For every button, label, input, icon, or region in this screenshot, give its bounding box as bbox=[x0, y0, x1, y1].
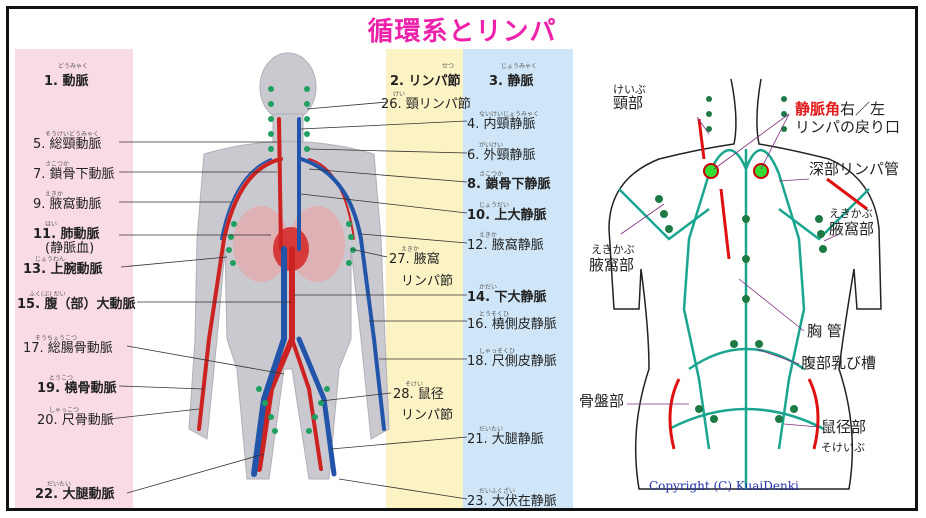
vein-header: じょうみゃく 3. 静脈 bbox=[489, 61, 537, 89]
label-inguinal-lymph-node-2: リンパ節 bbox=[401, 409, 453, 423]
copyright-text: Copyright (C) KuaiDenki bbox=[649, 479, 799, 493]
diagram-frame: 循環系とリンパ bbox=[6, 6, 918, 511]
axilla-right-ruby: えきかぶ bbox=[829, 205, 873, 221]
label-venous-blood: (静脈血) bbox=[45, 242, 94, 256]
label-axilla-left: 腋窩部 bbox=[589, 257, 634, 274]
label-pelvis: 骨盤部 bbox=[579, 393, 624, 410]
label-neck: 頸部 bbox=[613, 95, 643, 112]
label-cisterna-chyli: 腹部乳び槽 bbox=[801, 355, 876, 372]
label-axilla-right: 腋窩部 bbox=[829, 221, 874, 238]
label-lymph-return: リンパの戻り口 bbox=[795, 119, 900, 136]
label-thoracic-duct: 胸 管 bbox=[807, 323, 842, 340]
artery-header: どうみゃく 1. 動脈 bbox=[44, 61, 89, 89]
lymph-header: せつ 2. リンパ節 bbox=[390, 61, 461, 89]
axilla-left-ruby: えきかぶ bbox=[591, 241, 635, 257]
label-groin: 鼠径部 bbox=[821, 419, 866, 436]
circulation-figure bbox=[9, 9, 915, 509]
groin-ruby: そけいぶ bbox=[821, 439, 865, 455]
label-venous-angle: 静脈角右／左 bbox=[795, 101, 885, 118]
label-deep-lymph-vessel: 深部リンパ管 bbox=[809, 161, 899, 178]
label-axillary-lymph-node-2: リンパ節 bbox=[401, 275, 453, 289]
